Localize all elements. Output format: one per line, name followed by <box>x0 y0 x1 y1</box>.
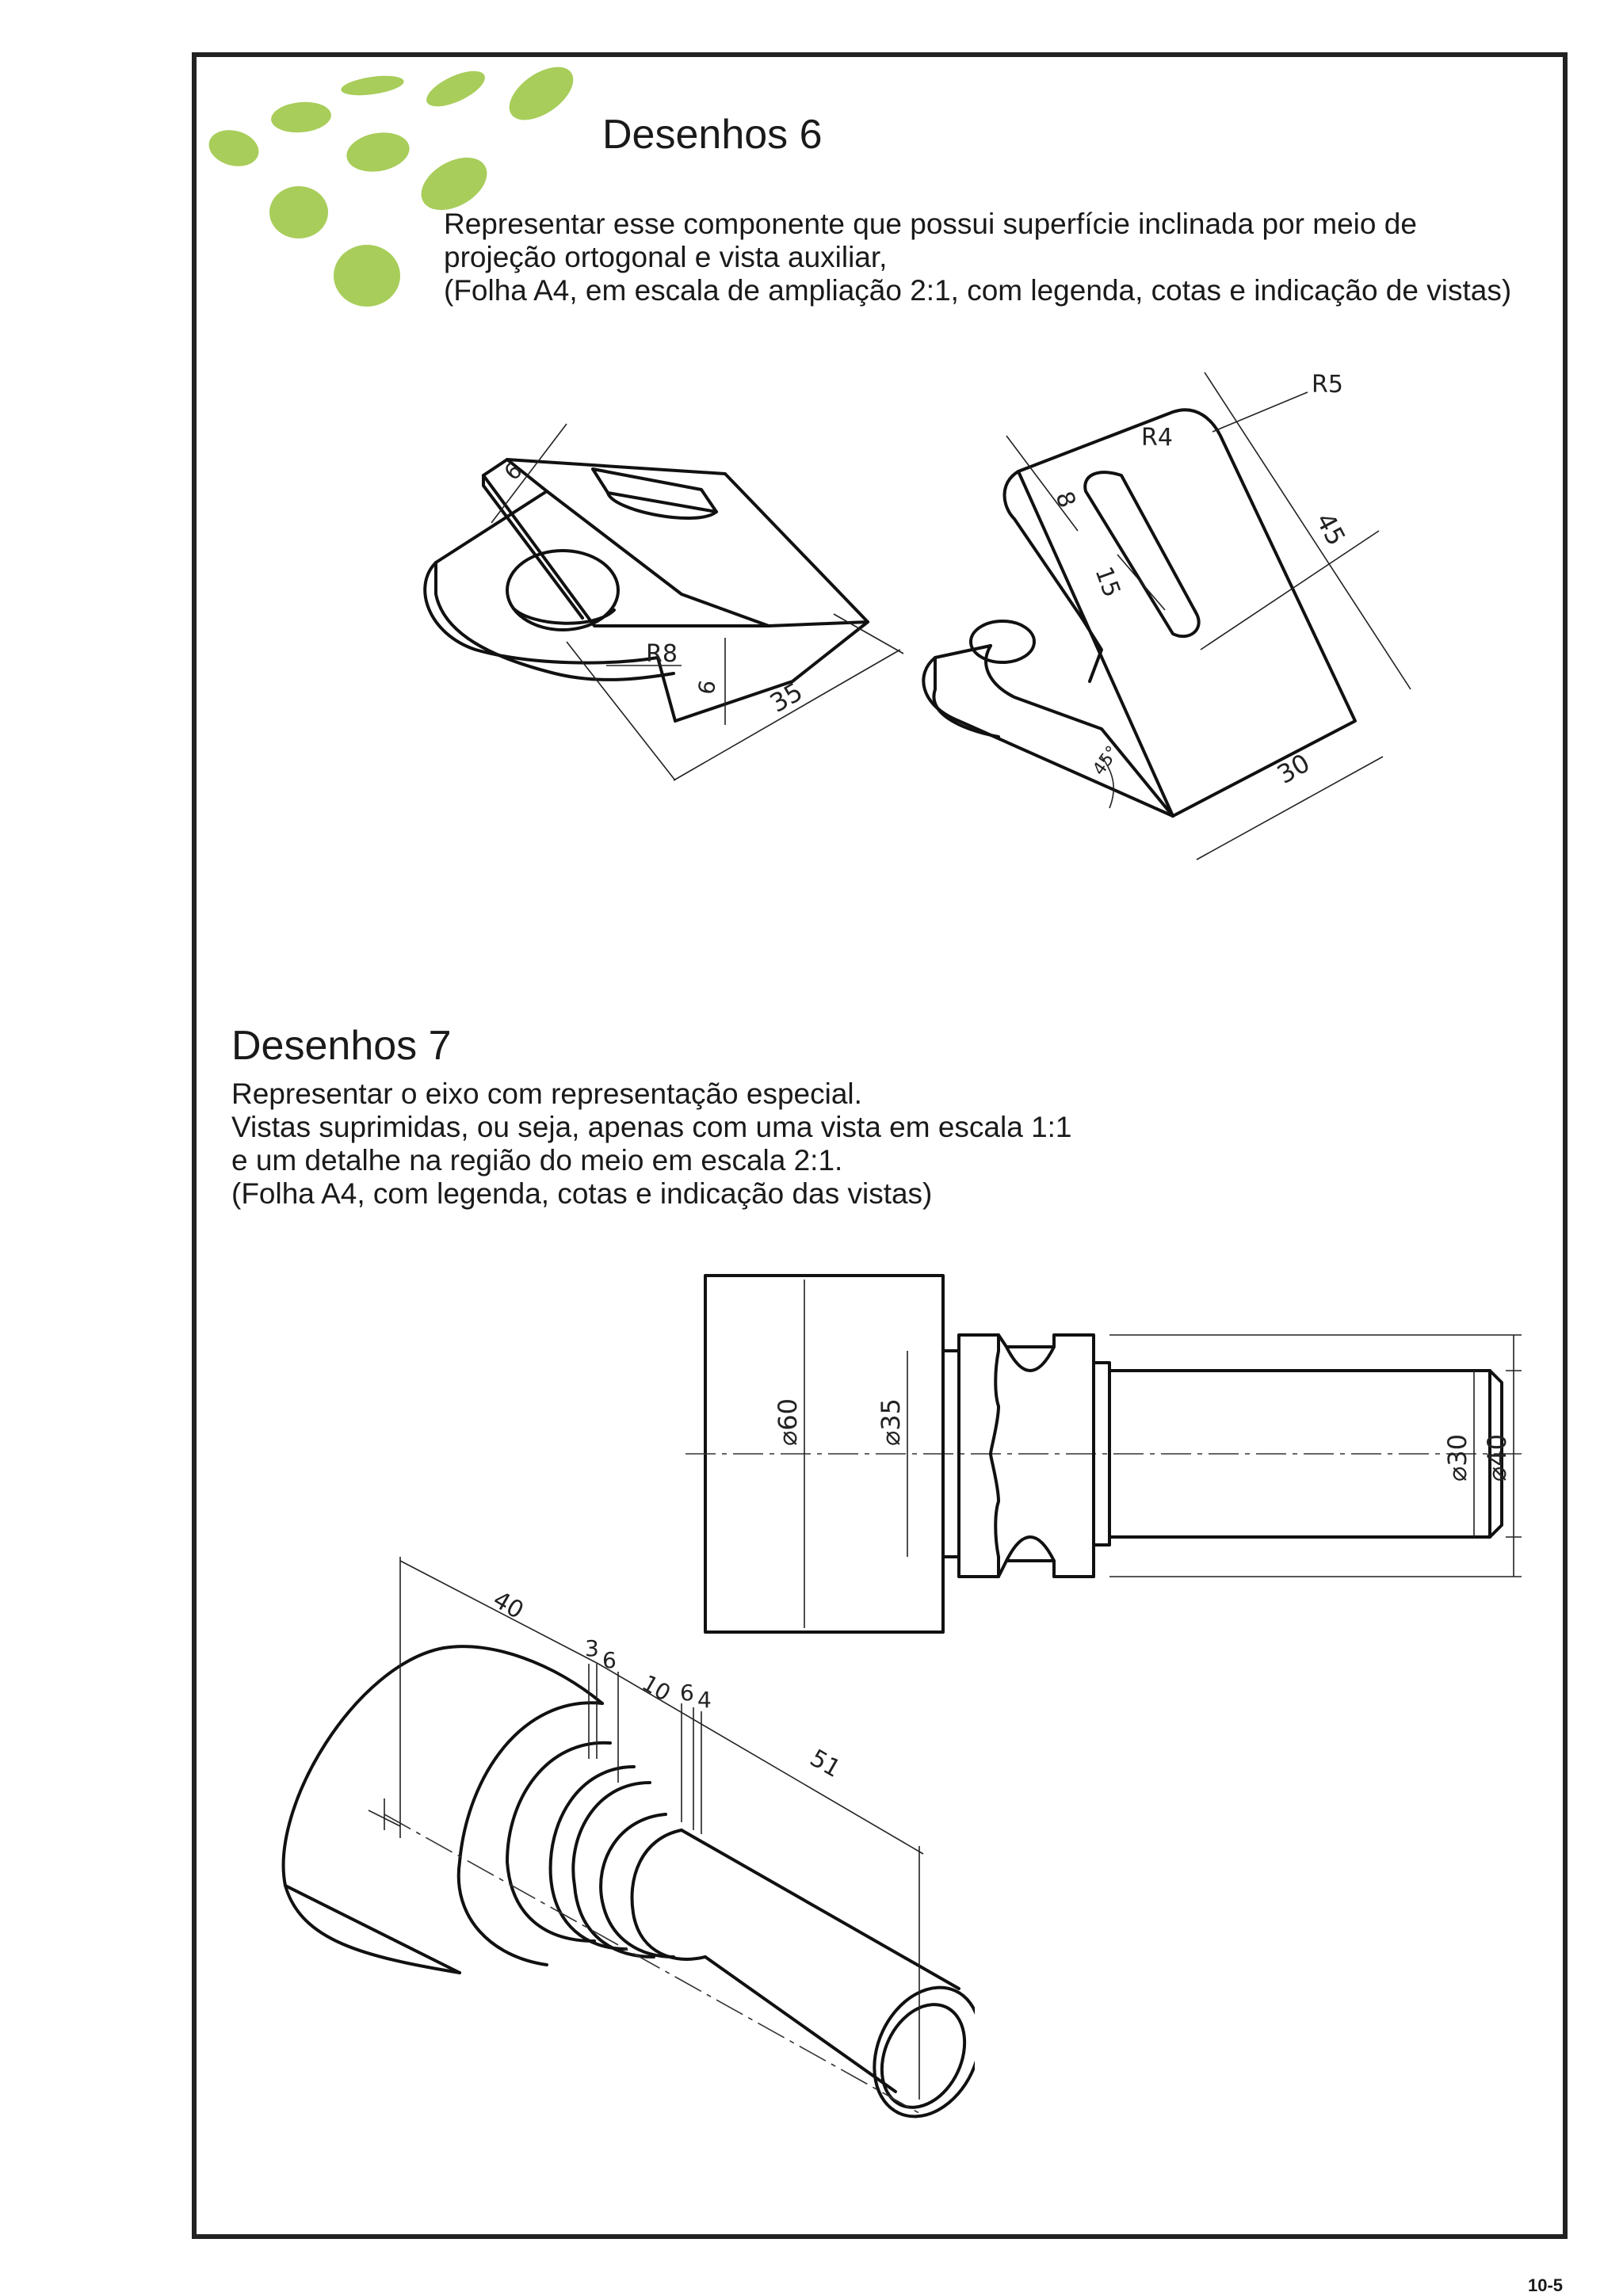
dim-30-label: 30 <box>1272 748 1315 790</box>
dim-length-label: 35 <box>765 677 808 719</box>
page-frame <box>192 52 1568 2239</box>
dim-15-label: 15 <box>1089 563 1125 601</box>
shaft-front-view: ⌀60 ⌀35 ⌀30 ⌀40 <box>685 1274 1522 1634</box>
decorative-leaf-pattern <box>208 67 574 307</box>
dim-6a-label: 6 <box>602 1647 617 1673</box>
dim-40-label: 40 <box>488 1586 529 1625</box>
dim-10-label: 10 <box>638 1669 675 1706</box>
dim-8-label: 8 <box>1049 488 1080 512</box>
dim-r4-label: R4 <box>1141 424 1173 452</box>
section7-instructions: Representar o eixo com representação esp… <box>231 1077 1072 1211</box>
page-number: 10-5 <box>1528 2275 1564 2295</box>
dim-6b-label: 6 <box>680 1680 694 1706</box>
section6-title: Desenhos 6 <box>602 112 823 158</box>
dim-3-label: 3 <box>585 1635 599 1661</box>
bracket-isometric-left: 6 R8 6 35 <box>423 423 904 781</box>
section6-line: Representar esse componente que possui s… <box>444 208 1417 240</box>
section7-line: (Folha A4, com legenda, cotas e indicaçã… <box>231 1177 933 1210</box>
bracket-isometric-right: R5 R4 8 15 45 45° 30 <box>922 371 1411 860</box>
dim-d40-label: ⌀40 <box>1482 1434 1512 1482</box>
dim-r5-label: R5 <box>1312 371 1343 399</box>
section7-line: Representar o eixo com representação esp… <box>231 1077 862 1110</box>
dim-height-label: 6 <box>693 678 721 696</box>
section7-title: Desenhos 7 <box>231 1023 452 1069</box>
dim-4-label: 4 <box>697 1687 712 1713</box>
dim-radius-label: R8 <box>646 640 678 668</box>
section6-line: projeção ortogonal e vista auxiliar, <box>444 241 888 273</box>
section6-line: (Folha A4, em escala de ampliação 2:1, c… <box>444 274 1512 307</box>
dim-51-label: 51 <box>805 1745 846 1783</box>
dim-d30-label: ⌀30 <box>1442 1434 1472 1482</box>
section6-instructions: Representar esse componente que possui s… <box>444 208 1569 307</box>
section7-line: e um detalhe na região do meio em escala… <box>231 1144 843 1177</box>
section7-line: Vistas suprimidas, ou seja, apenas com u… <box>231 1111 1072 1143</box>
shaft-isometric: 40 3 6 10 6 4 51 <box>281 1557 975 2119</box>
dim-d35-label: ⌀35 <box>876 1398 906 1446</box>
dim-d60-label: ⌀60 <box>773 1398 803 1446</box>
